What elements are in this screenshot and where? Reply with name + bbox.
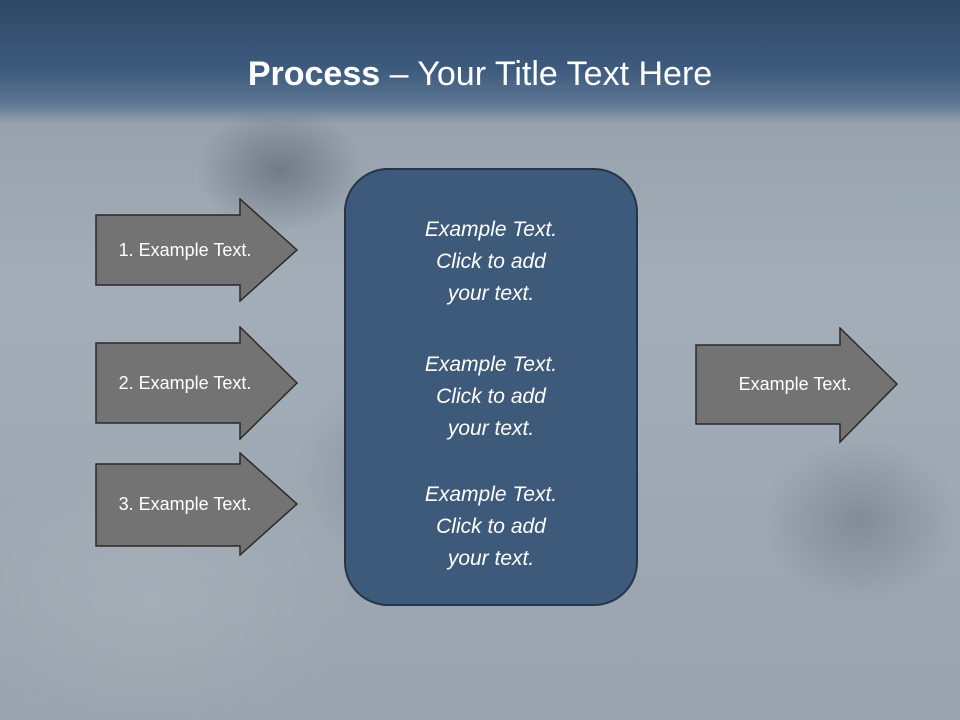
center-line: Click to add: [436, 250, 546, 273]
title-bar: [0, 0, 960, 124]
title-bold: Process: [247, 55, 381, 93]
input-arrow-label: 1. Example Text.: [118, 239, 252, 260]
center-process-box[interactable]: Example Text. Click to add your text. Ex…: [344, 168, 638, 606]
center-line: Click to add: [436, 515, 546, 538]
center-line: your text.: [447, 282, 535, 305]
arrow-shape: [95, 198, 299, 302]
output-arrow-label: Example Text.: [738, 373, 852, 394]
title-rest: – Your Title Text Here: [380, 55, 713, 93]
center-line: Example Text.: [424, 353, 558, 376]
arrow-shape: [95, 452, 299, 556]
arrow-shape: [695, 327, 899, 444]
center-paragraph-1: Example Text. Click to add your text.: [346, 214, 636, 310]
center-paragraph-3: Example Text. Click to add your text.: [346, 479, 636, 575]
center-paragraph-2: Example Text. Click to add your text.: [346, 349, 636, 445]
input-arrow-label: 3. Example Text.: [118, 493, 252, 514]
input-arrow-3[interactable]: 3. Example Text.: [95, 452, 299, 556]
center-line: your text.: [447, 547, 535, 570]
input-arrow-2[interactable]: 2. Example Text.: [95, 326, 299, 440]
center-line: your text.: [447, 417, 535, 440]
center-line: Click to add: [436, 385, 546, 408]
center-line: Example Text.: [424, 483, 558, 506]
slide-title: Process – Your Title Text Here: [0, 52, 960, 96]
input-arrow-label: 2. Example Text.: [118, 372, 252, 393]
arrow-shape: [95, 326, 299, 440]
output-arrow[interactable]: Example Text.: [695, 327, 899, 444]
center-line: Example Text.: [424, 218, 558, 241]
input-arrow-1[interactable]: 1. Example Text.: [95, 198, 299, 302]
